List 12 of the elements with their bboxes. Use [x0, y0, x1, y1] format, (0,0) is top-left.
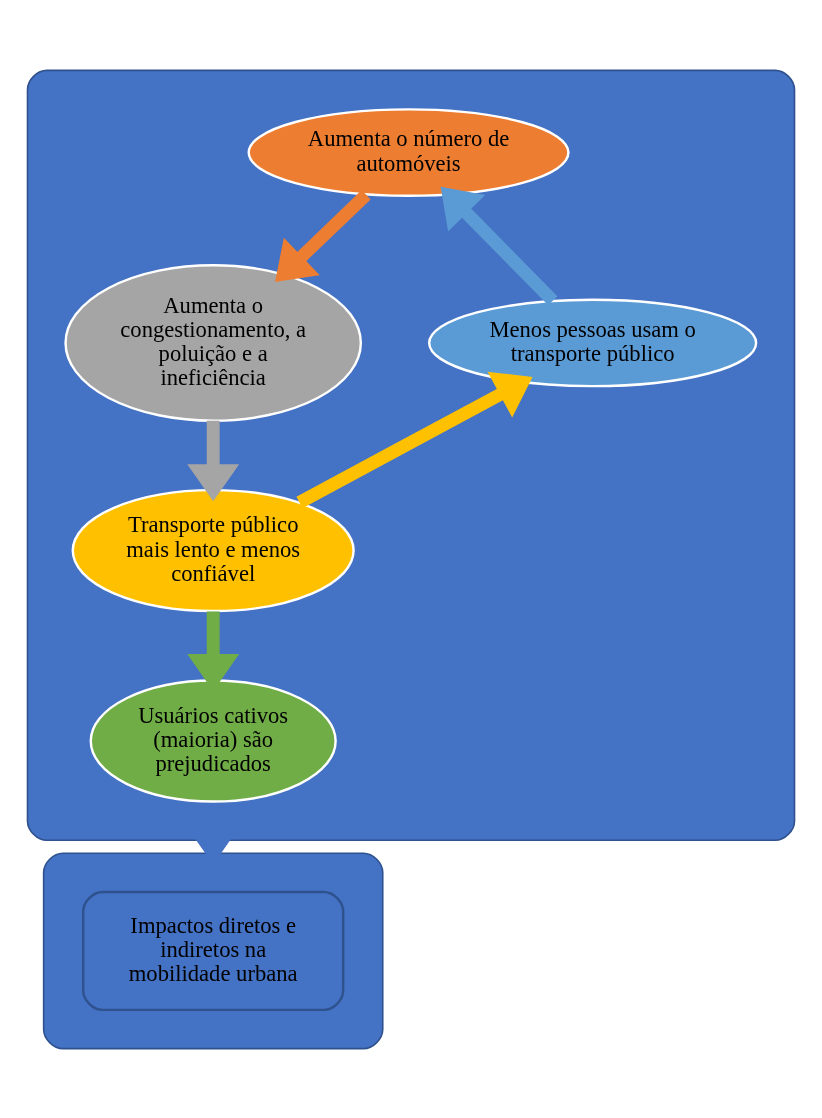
- node-ellipse: Menos pessoas usam o transporte público: [428, 298, 758, 387]
- arrow: [296, 371, 533, 508]
- arrow: [187, 420, 240, 501]
- arrow: [440, 186, 558, 305]
- node-ellipse: Transporte público mais lento e menos confiável: [71, 488, 355, 612]
- node-ellipse: Aumenta o número de automóveis: [247, 107, 570, 197]
- cluster: [26, 69, 796, 841]
- arrow: [275, 189, 371, 282]
- cluster: [42, 851, 384, 1049]
- node-ellipse: Aumenta o congestionamento, a poluição e a ineficiência: [64, 263, 363, 422]
- node-ellipse: Usuários cativos (maioria) são prejudicados: [89, 678, 337, 803]
- node-box: Impactos diretos e indiretos na mobilidade urbana: [82, 890, 345, 1011]
